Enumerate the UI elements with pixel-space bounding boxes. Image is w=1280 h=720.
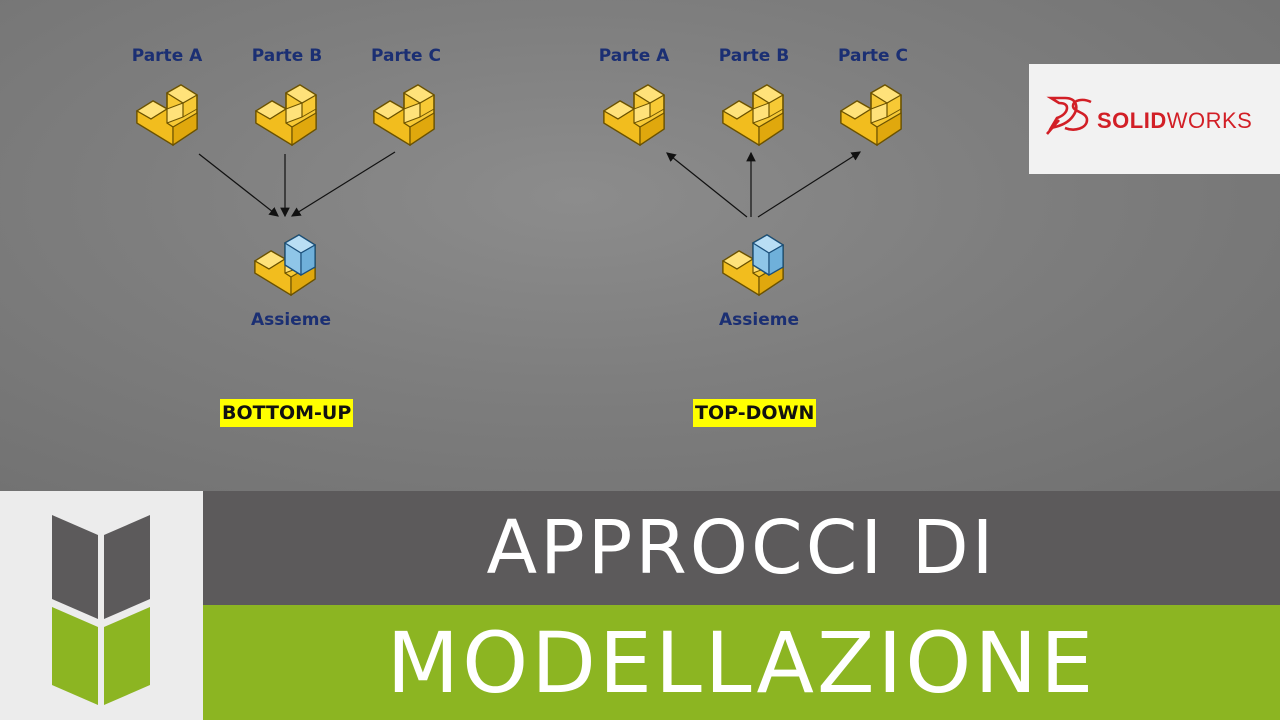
- part-icon: [255, 84, 317, 146]
- solidworks-logo: SOLIDWORKS: [1029, 64, 1280, 174]
- title-band-green: MODELLAZIONE: [203, 605, 1280, 720]
- part-label-b: Parte B: [251, 46, 323, 66]
- part-label-a: Parte A: [598, 46, 670, 66]
- title-line-1: APPROCCI DI: [486, 505, 997, 591]
- arrow-left-c: [290, 151, 396, 217]
- assembly-icon: [251, 230, 319, 302]
- part-icon: [136, 84, 198, 146]
- diagram-area: Parte A Parte B Parte C Assieme BOTTOM-U…: [0, 0, 1280, 491]
- part-icon: [840, 84, 902, 146]
- arrow-right-c: [757, 151, 862, 218]
- channel-logo-panel: [0, 491, 203, 720]
- part-label-c: Parte C: [371, 46, 441, 66]
- part-label-a: Parte A: [131, 46, 203, 66]
- assembly-label: Assieme: [719, 310, 799, 330]
- part-icon: [373, 84, 435, 146]
- logo-brand-bold: SOLID: [1097, 108, 1167, 133]
- arrow-left-a: [198, 153, 279, 217]
- top-down-tag: TOP-DOWN: [693, 399, 817, 427]
- assembly-label: Assieme: [251, 310, 331, 330]
- assembly-icon: [719, 230, 787, 302]
- part-icon: [722, 84, 784, 146]
- part-label-c: Parte C: [838, 46, 908, 66]
- part-label-b: Parte B: [718, 46, 790, 66]
- part-icon: [603, 84, 665, 146]
- book-logo-icon: [52, 515, 150, 705]
- title-band-dark: APPROCCI DI: [203, 491, 1280, 605]
- arrow-right-a: [666, 152, 748, 218]
- logo-brand-rest: WORKS: [1166, 108, 1253, 133]
- title-line-2: MODELLAZIONE: [386, 613, 1097, 712]
- bottom-up-tag: BOTTOM-UP: [220, 399, 354, 427]
- solidworks-logo-icon: [1046, 96, 1092, 135]
- connector-arrows: [198, 151, 862, 218]
